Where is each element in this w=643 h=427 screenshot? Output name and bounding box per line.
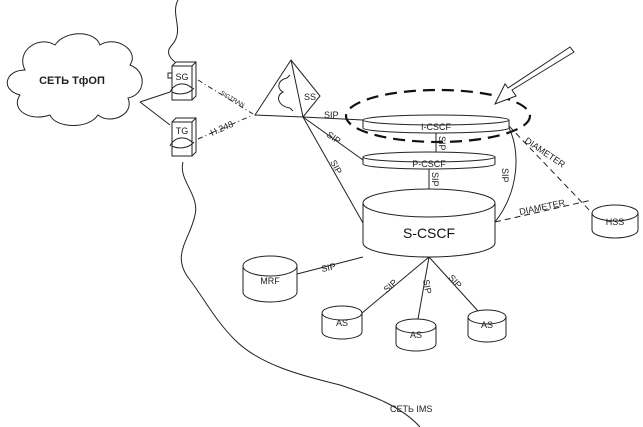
scscf-as1-link	[361, 256, 430, 314]
sigtran-link	[197, 79, 254, 115]
pstn-cloud: СЕТЬ ТфОП	[7, 33, 143, 126]
as-label: AS	[410, 330, 422, 340]
scscf-as3-link	[428, 256, 479, 312]
ss-scscf-link	[302, 116, 364, 224]
as-node: AS	[321, 305, 363, 340]
pcscf-node: P-CSCF	[362, 151, 496, 170]
scscf-as2-link	[417, 256, 430, 320]
ss-label: SS	[304, 92, 316, 102]
sip-label: SIP	[437, 136, 447, 151]
sip-label: SIP	[320, 261, 336, 274]
diameter-label: DIAMETER	[518, 197, 566, 217]
switch-arrows-icon	[278, 74, 294, 112]
sip-label: SIP	[500, 168, 510, 183]
sigtran-label: SIGTRAN	[219, 91, 245, 110]
pstn-sg-link	[139, 91, 171, 103]
pointer-arrow-icon	[493, 46, 575, 105]
icscf-hss-link	[508, 125, 593, 214]
boundary-line-ims	[180, 161, 421, 427]
hss-label: HSS	[606, 217, 625, 227]
icscf-label: I-CSCF	[421, 122, 451, 132]
scscf-hss-link	[494, 199, 593, 223]
softswitch-node: SS	[254, 59, 321, 118]
sip-label: SIP	[328, 158, 344, 176]
tg-label: TG	[176, 126, 189, 136]
h248-label: H.248	[209, 119, 235, 138]
pstn-tg-link	[139, 101, 171, 126]
as-label: AS	[481, 320, 493, 330]
sip-label: SIP	[421, 279, 433, 295]
pcscf-label: P-CSCF	[412, 159, 446, 169]
h248-link	[197, 114, 254, 140]
boundary-line-top	[168, 0, 179, 63]
sip-label: SIP	[430, 172, 440, 187]
mrf-label: MRF	[260, 276, 280, 286]
as-node: AS	[467, 309, 507, 343]
sip-label: SIP	[324, 110, 339, 120]
highlight-ellipse	[344, 88, 532, 144]
exchange-arrows-icon	[169, 137, 195, 149]
mrf-scscf-link	[296, 256, 364, 275]
scscf-node: S-CSCF	[362, 188, 496, 258]
sg-node: SG	[167, 61, 197, 101]
mrf-node: MRF	[242, 255, 298, 303]
as-label: AS	[336, 318, 348, 328]
diameter-label: DIAMETER	[523, 135, 568, 170]
icscf-node: I-CSCF	[362, 114, 510, 134]
hss-node: HSS	[591, 204, 639, 239]
exchange-arrows-icon	[169, 83, 195, 95]
tg-node: TG	[169, 117, 197, 157]
ss-pcscf-link	[302, 116, 364, 161]
ims-network-label: СЕТЬ IMS	[390, 404, 432, 414]
sg-label: SG	[175, 72, 188, 82]
scscf-icscf-link	[494, 127, 517, 223]
ss-icscf-link	[302, 116, 364, 121]
sip-label: SIP	[382, 277, 399, 294]
sip-label: SIP	[447, 273, 464, 290]
scscf-label: S-CSCF	[403, 225, 455, 241]
as-node: AS	[395, 318, 437, 352]
pstn-label: СЕТЬ ТфОП	[39, 75, 105, 87]
